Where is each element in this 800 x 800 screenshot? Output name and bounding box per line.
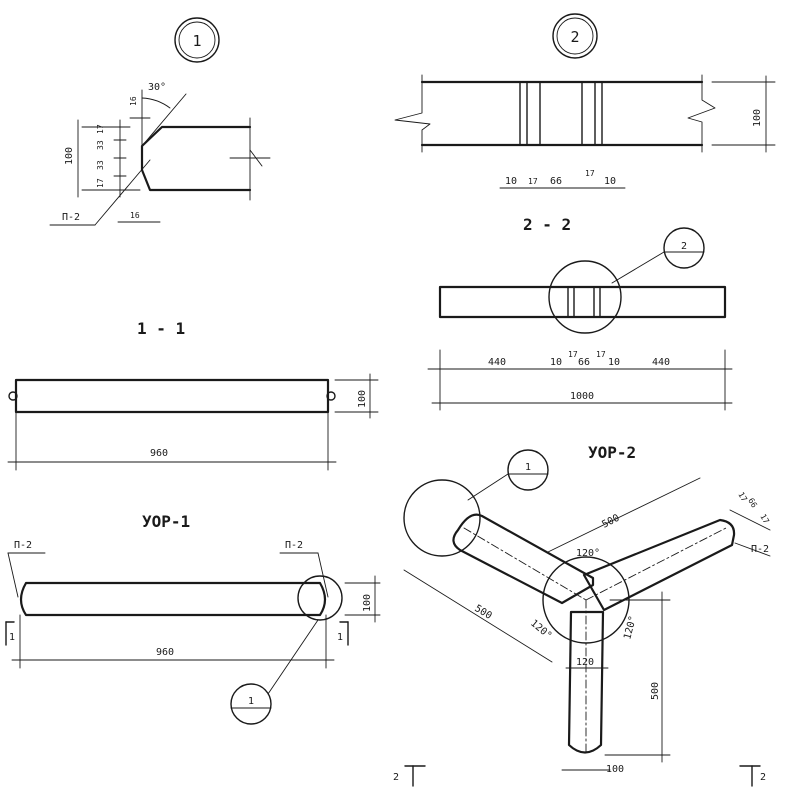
uor-2-arm-right (582, 518, 736, 612)
uor-1-part-left-leader (7, 552, 19, 598)
section-2-2-beam (438, 285, 727, 319)
uor-1: УОР-1 П-2 П-2 100 1 1 960 1 (5, 512, 381, 725)
section-1-1-length: 960 (150, 448, 168, 459)
detail-2: 2 10 17 66 17 10 100 (394, 13, 776, 189)
section-2-2-dim-10b: 10 (608, 357, 620, 368)
uor-2-width: 100 (606, 764, 624, 775)
section-2-2-mark: 2 (681, 241, 687, 252)
uor-1-length: 960 (156, 647, 174, 658)
section-1-1-loop-right (326, 391, 336, 401)
uor-2-title: УОР-2 (588, 443, 636, 462)
detail-1-part-leader (94, 159, 151, 226)
detail-1-dim-17b: 17 (96, 124, 105, 134)
uor-2-centerline-right (585, 527, 727, 601)
uor-2-arm-bottom (567, 610, 605, 754)
detail-2-dim-66: 66 (550, 176, 562, 187)
detail-1-mark-circle (174, 17, 220, 63)
uor-2-cut-left: 2 (393, 772, 399, 783)
detail-1-dim-33a: 33 (96, 160, 105, 170)
uor-2-detail-mark: 1 (525, 462, 531, 473)
uor-2-dim-vertical: 500 (650, 682, 661, 700)
section-1-1-loop-left (8, 391, 18, 401)
uor-2-angle-left: 120° (528, 618, 554, 642)
uor-1-title: УОР-1 (142, 512, 190, 531)
detail-1-mark: 1 (192, 32, 201, 50)
detail-2-break-left (394, 74, 431, 153)
section-2-2-dim-66: 66 (578, 357, 590, 368)
detail-1-part-label: П-2 (62, 212, 80, 223)
detail-2-mark-circle (552, 13, 598, 59)
section-2-2-title: 2 - 2 (523, 215, 571, 234)
uor-2-detail-leader (467, 473, 509, 501)
uor-1-cut-left: 1 (9, 632, 15, 643)
uor-1-detail-circle (297, 575, 343, 621)
detail-1-dim-16b-label: 16 (130, 211, 140, 220)
uor-2-detail-circle (403, 479, 481, 557)
uor-2-dim-right-line (547, 477, 701, 553)
uor-2-angle-top: 120° (576, 548, 600, 559)
uor-1-cut-right: 1 (337, 632, 343, 643)
uor-2-tip-dim-66: 66 (746, 497, 759, 510)
uor-2-tip-dim-17a: 17 (736, 491, 749, 504)
section-2-2-dim-10a: 10 (550, 357, 562, 368)
uor-2: УОР-2 1 500 500 500 120° 120° 120° 120 1… (393, 443, 771, 787)
detail-1-dim-17a: 17 (96, 178, 105, 188)
uor-2-dim-right: 500 (600, 513, 621, 531)
uor-1-part-right-leader (317, 552, 329, 598)
detail-2-break-right (687, 74, 716, 153)
uor-2-dim-left-line (403, 569, 553, 663)
detail-1-angle-label: 30° (148, 82, 166, 93)
section-2-2-detail-circle (548, 260, 622, 334)
uor-2-detail-mark-circle (507, 449, 549, 491)
section-2-2-mark-circle (663, 227, 705, 269)
section-2-2-total: 1000 (570, 391, 594, 402)
detail-2-dim-17a: 17 (528, 177, 538, 186)
uor-2-arm-left (452, 513, 595, 605)
detail-1-angle-line (141, 93, 187, 147)
section-1-1-beam (14, 378, 330, 414)
uor-2-centerline-left (463, 527, 587, 601)
uor-2-cut-right: 2 (760, 772, 766, 783)
detail-1-dim-33b: 33 (96, 140, 105, 150)
detail-1-break-symbol (229, 149, 271, 167)
detail-1: 1 30° 16 100 17 33 33 17 16 П-2 (49, 17, 271, 226)
uor-2-dim-120: 120 (576, 657, 594, 668)
detail-1-mark-circle-inner (178, 21, 216, 59)
detail-1-dim-16-label: 16 (129, 96, 138, 106)
detail-2-height: 100 (752, 109, 763, 127)
section-1-1: 1 - 1 960 100 (7, 319, 379, 471)
uor-1-part-right: П-2 (285, 540, 303, 551)
detail-1-dim-100: 100 (64, 147, 75, 165)
uor-1-part-left: П-2 (14, 540, 32, 551)
uor-2-part: П-2 (751, 544, 769, 555)
section-2-2-dim-440b: 440 (652, 357, 670, 368)
detail-2-dim-10a: 10 (505, 176, 517, 187)
section-1-1-height: 100 (357, 390, 368, 408)
uor-1-height: 100 (362, 594, 373, 612)
section-2-2-dim-440a: 440 (488, 357, 506, 368)
detail-2-dim-17b: 17 (585, 169, 595, 178)
uor-1-detail-mark: 1 (248, 696, 254, 707)
uor-1-beam (19, 581, 327, 617)
section-2-2-dim-17b: 17 (596, 350, 606, 359)
uor-1-detail-mark-circle (230, 683, 272, 725)
section-1-1-title: 1 - 1 (137, 319, 185, 338)
detail-2-mark-circle-inner (556, 17, 594, 55)
detail-2-dim-10b: 10 (604, 176, 616, 187)
uor-1-detail-leader (267, 619, 319, 695)
uor-2-tip-dim-17b: 17 (758, 513, 771, 526)
uor-2-part-leader (734, 542, 771, 557)
detail-1-beam-outline (140, 125, 252, 192)
detail-2-mark: 2 (570, 28, 579, 46)
uor-2-tip-dim-line (729, 509, 771, 531)
detail-1-angle-arc (141, 97, 171, 109)
section-2-2: 2 - 2 2 440 10 17 66 17 10 440 1000 (427, 215, 733, 411)
section-2-2-mark-leader (611, 251, 665, 284)
section-2-2-dim-17a: 17 (568, 350, 578, 359)
